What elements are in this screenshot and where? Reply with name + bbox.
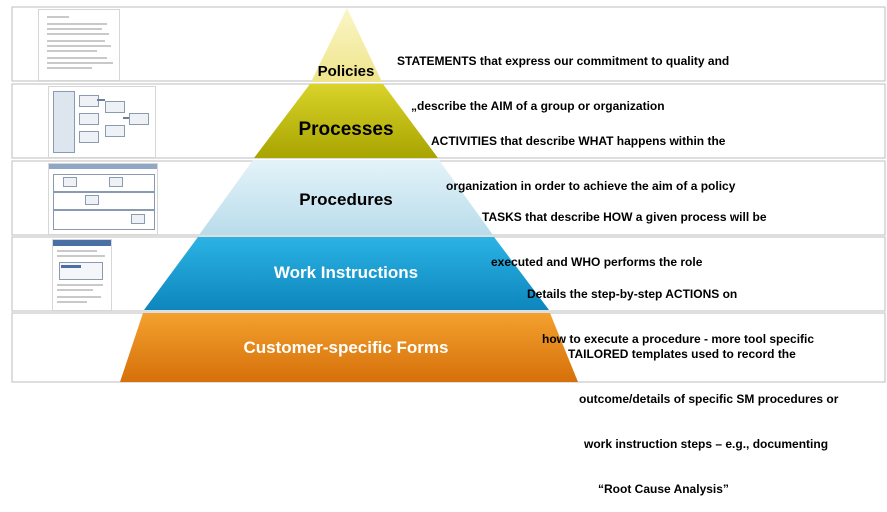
pyramid-tier-work-instructions	[144, 237, 549, 310]
pyramid-tier-forms	[120, 313, 578, 382]
work-instruction-screenshot-thumbnail	[52, 239, 112, 311]
row-band-policies	[11, 6, 886, 82]
tier-label-procedures: Procedures	[299, 190, 393, 209]
description-procedures-line-1: TASKS that describe HOW a given process …	[482, 210, 767, 224]
description-forms: TAILORED templates used to record the ou…	[568, 317, 838, 512]
description-policies-line-2: „describe the AIM of a group or organiza…	[411, 99, 665, 113]
pyramid-diagram: Policies Processes Procedures Work Instr…	[11, 6, 886, 383]
description-work-instructions-line-2: how to execute a procedure - more tool s…	[542, 332, 815, 346]
row-band-processes	[11, 83, 886, 159]
tier-label-work-instructions: Work Instructions	[274, 263, 418, 282]
pyramid-tier-procedures	[199, 160, 493, 235]
description-processes-line-2: organization in order to achieve the aim…	[446, 179, 736, 193]
process-diagram-thumbnail	[48, 86, 156, 158]
pyramid-tier-processes	[254, 84, 438, 158]
description-processes: ACTIVITIES that describe WHAT happens wi…	[431, 104, 735, 209]
tier-label-policies: Policies	[318, 63, 375, 80]
tier-label-forms: Customer-specific Forms	[244, 338, 449, 357]
procedure-flowchart-thumbnail	[48, 163, 158, 235]
description-processes-line-1: ACTIVITIES that describe WHAT happens wi…	[431, 134, 726, 148]
description-work-instructions-line-1: Details the step-by-step ACTIONS on	[527, 287, 738, 301]
description-procedures-line-2: executed and WHO performs the role	[491, 255, 703, 269]
tier-label-processes: Processes	[298, 119, 393, 140]
description-policies-line-1: STATEMENTS that express our commitment t…	[397, 54, 730, 68]
description-policies: STATEMENTS that express our commitment t…	[397, 24, 729, 129]
pyramid-tier-policies	[311, 8, 382, 82]
description-work-instructions: Details the step-by-step ACTIONS on how …	[527, 257, 814, 362]
policy-document-thumbnail	[38, 9, 120, 81]
description-forms-line-3: work instruction steps – e.g., documenti…	[584, 437, 829, 451]
description-procedures: TASKS that describe HOW a given process …	[482, 180, 767, 285]
description-forms-line-2: outcome/details of specific SM procedure…	[579, 392, 839, 406]
description-forms-line-4: “Root Cause Analysis”	[598, 482, 729, 496]
description-forms-line-1: TAILORED templates used to record the	[568, 347, 796, 361]
